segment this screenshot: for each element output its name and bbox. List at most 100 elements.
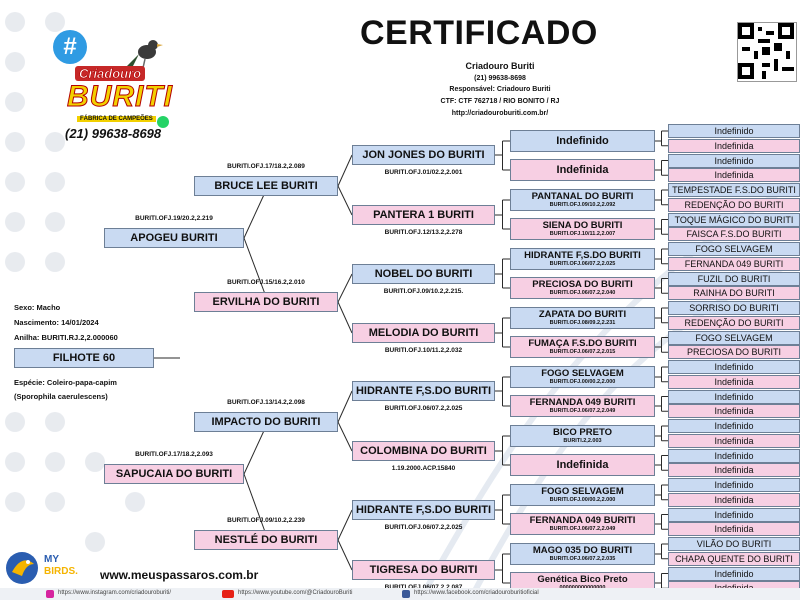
ancestor-registration: BURITI.OFJ.09/10.2,2.092 [549,202,616,208]
facebook-icon [402,590,410,598]
ancestor-name: COLOMBINA DO BURITI [360,445,487,457]
gen5-ancestor-21[interactable]: Indefinido [668,419,800,433]
gen5-ancestor-12[interactable]: RAINHA DO BURITI [668,286,800,301]
ancestor-registration: BURITI.OFJ.13/14.2,2.098 [227,399,305,406]
gen5-ancestor-25[interactable]: Indefinido [668,478,800,492]
certificate-title: CERTIFICADO [360,14,598,52]
gen5-ancestor-22[interactable]: Indefinida [668,433,800,448]
gen2-ancestor-3[interactable]: IMPACTO DO BURITI [194,412,338,432]
gen5-ancestor-17[interactable]: Indefinido [668,360,800,374]
bird-icon [125,32,165,72]
ancestor-registration: BURITI.OFJ.06/07.2,2.025 [384,524,463,531]
ancestor-name: BICO PRETO [553,427,612,438]
ancestor-registration: BURITI.OFJ.10/11.2,2.032 [384,347,463,354]
gen3-ancestor-4[interactable]: MELODIA DO BURITI [352,323,495,343]
gen2-ancestor-2[interactable]: ERVILHA DO BURITI [194,292,338,312]
gen3-ancestor-5[interactable]: HIDRANTE F,S.DO BURITI [352,381,495,401]
qr-code-icon [738,23,794,79]
gen5-ancestor-24[interactable]: Indefinida [668,463,800,478]
breeder-logo: # Criadouro BURITI FÁBRICA DE CAMPEÕES (… [45,30,175,145]
ancestor-registration: BURITI.OFJ.06/07.2,2.049 [549,408,616,414]
gen3-ancestor-3[interactable]: NOBEL DO BURITI [352,264,495,284]
gen5-ancestor-27[interactable]: Indefinido [668,507,800,522]
facebook-link[interactable]: https://www.facebook.com/criadouroburiti… [414,590,539,596]
bird-birth-date: Nascimento: 14/01/2024 [14,318,99,327]
ancestor-registration: BURITI.OFJ.01/02.2,2.001 [384,169,463,176]
ancestor-name: SIENA DO BURITI [542,220,623,231]
gen3-ancestor-2[interactable]: PANTERA 1 BURITI [352,205,495,225]
gen5-ancestor-16[interactable]: PRECIOSA DO BURITI [668,345,800,360]
mybirds-bird-icon [4,550,40,586]
ancestor-name: PANTANAL DO BURITI [531,191,634,202]
gen5-ancestor-18[interactable]: Indefinida [668,374,800,389]
gen5-ancestor-4[interactable]: Indefinida [668,168,800,183]
gen5-ancestor-13[interactable]: SORRISO DO BURITI [668,301,800,315]
gen5-ancestor-3[interactable]: Indefinido [668,153,800,168]
ancestor-name: HIDRANTE F,S.DO BURITI [524,250,641,261]
gen5-ancestor-30[interactable]: CHAPA QUENTE DO BURITI [668,551,800,566]
gen4-ancestor-12[interactable]: Indefinida [510,454,655,476]
gen4-ancestor-2[interactable]: Indefinida [510,159,655,181]
gen5-ancestor-2[interactable]: Indefinida [668,138,800,153]
gen5-ancestor-14[interactable]: REDENÇÃO DO BURITI [668,315,800,330]
connector-line [337,301,353,334]
gen3-ancestor-6[interactable]: COLOMBINA DO BURITI [352,441,495,461]
gen5-ancestor-6[interactable]: REDENÇÃO DO BURITI [668,197,800,212]
ancestor-registration: BURITI.2,2.003 [563,438,602,444]
qr-code[interactable] [737,22,797,82]
gen3-ancestor-7[interactable]: HIDRANTE F,S.DO BURITI [352,500,495,520]
gen5-ancestor-10[interactable]: FERNANDA 049 BURITI [668,256,800,271]
social-bar: https://www.instagram.com/criadouroburit… [0,588,800,600]
gen5-ancestor-15[interactable]: FOGO SELVAGEM [668,330,800,345]
logo-slogan: FÁBRICA DE CAMPEÕES [77,116,156,122]
gen5-ancestor-26[interactable]: Indefinida [668,492,800,507]
gen1-ancestor-1[interactable]: APOGEU BURITI [104,228,244,248]
gen5-ancestor-9[interactable]: FOGO SELVAGEM [668,242,800,256]
bird-sex: Sexo: Macho [14,303,61,312]
ancestor-name: NOBEL DO BURITI [374,268,473,280]
mybirds-bottom: BIRDS. [44,566,78,577]
gen5-ancestor-5[interactable]: TEMPESTADE F.S.DO BURITI [668,183,800,197]
footer-site[interactable]: www.meuspassaros.com.br [100,568,259,582]
gen5-ancestor-8[interactable]: FAISCA F.S.DO BURITI [668,227,800,242]
gen5-ancestor-31[interactable]: Indefinido [668,566,800,581]
instagram-link[interactable]: https://www.instagram.com/criadouroburit… [58,590,172,596]
gen3-ancestor-8[interactable]: TIGRESA DO BURITI [352,560,495,580]
gen5-ancestor-19[interactable]: Indefinido [668,389,800,404]
ancestor-registration: BURITI.OFJ.06/07.2,2.025 [384,405,463,412]
gen4-ancestor-1[interactable]: Indefinido [510,130,655,152]
gen2-ancestor-1[interactable]: BRUCE LEE BURITI [194,176,338,196]
gen5-ancestor-1[interactable]: Indefinido [668,124,800,138]
instagram-icon [46,590,54,598]
gen3-ancestor-1[interactable]: JON JONES DO BURITI [352,145,495,165]
ancestor-name: SAPUCAIA DO BURITI [115,468,233,480]
gen5-ancestor-28[interactable]: Indefinida [668,522,800,537]
ancestor-name: PANTERA 1 BURITI [373,209,474,221]
ancestor-name: Genética Bico Preto [537,574,628,585]
gen5-ancestor-20[interactable]: Indefinida [668,404,800,419]
ancestor-registration: BURITI.OFJ.08/09.2,2.231 [549,320,616,326]
youtube-link[interactable]: https://www.youtube.com/@CriadouroBuriti [238,590,353,596]
gen5-ancestor-23[interactable]: Indefinido [668,448,800,463]
breeder-url[interactable]: http://criadouroburiti.com.br/ [451,110,549,117]
gen1-ancestor-2[interactable]: SAPUCAIA DO BURITI [104,464,244,484]
gen5-ancestor-11[interactable]: FUZIL DO BURITI [668,271,800,286]
ancestor-registration: BURITI.OFJ.09/10.2,2.239 [227,517,305,524]
gen5-ancestor-29[interactable]: VILÃO DO BURITI [668,537,800,551]
gen2-ancestor-4[interactable]: NESTLÉ DO BURITI [194,530,338,550]
gen5-ancestor-7[interactable]: TOQUE MÁGICO DO BURITI [668,212,800,227]
ancestor-registration: BURITI.OFJ.17/18.2,2.089 [227,163,305,170]
ancestor-name: ZAPATA DO BURITI [538,309,627,320]
